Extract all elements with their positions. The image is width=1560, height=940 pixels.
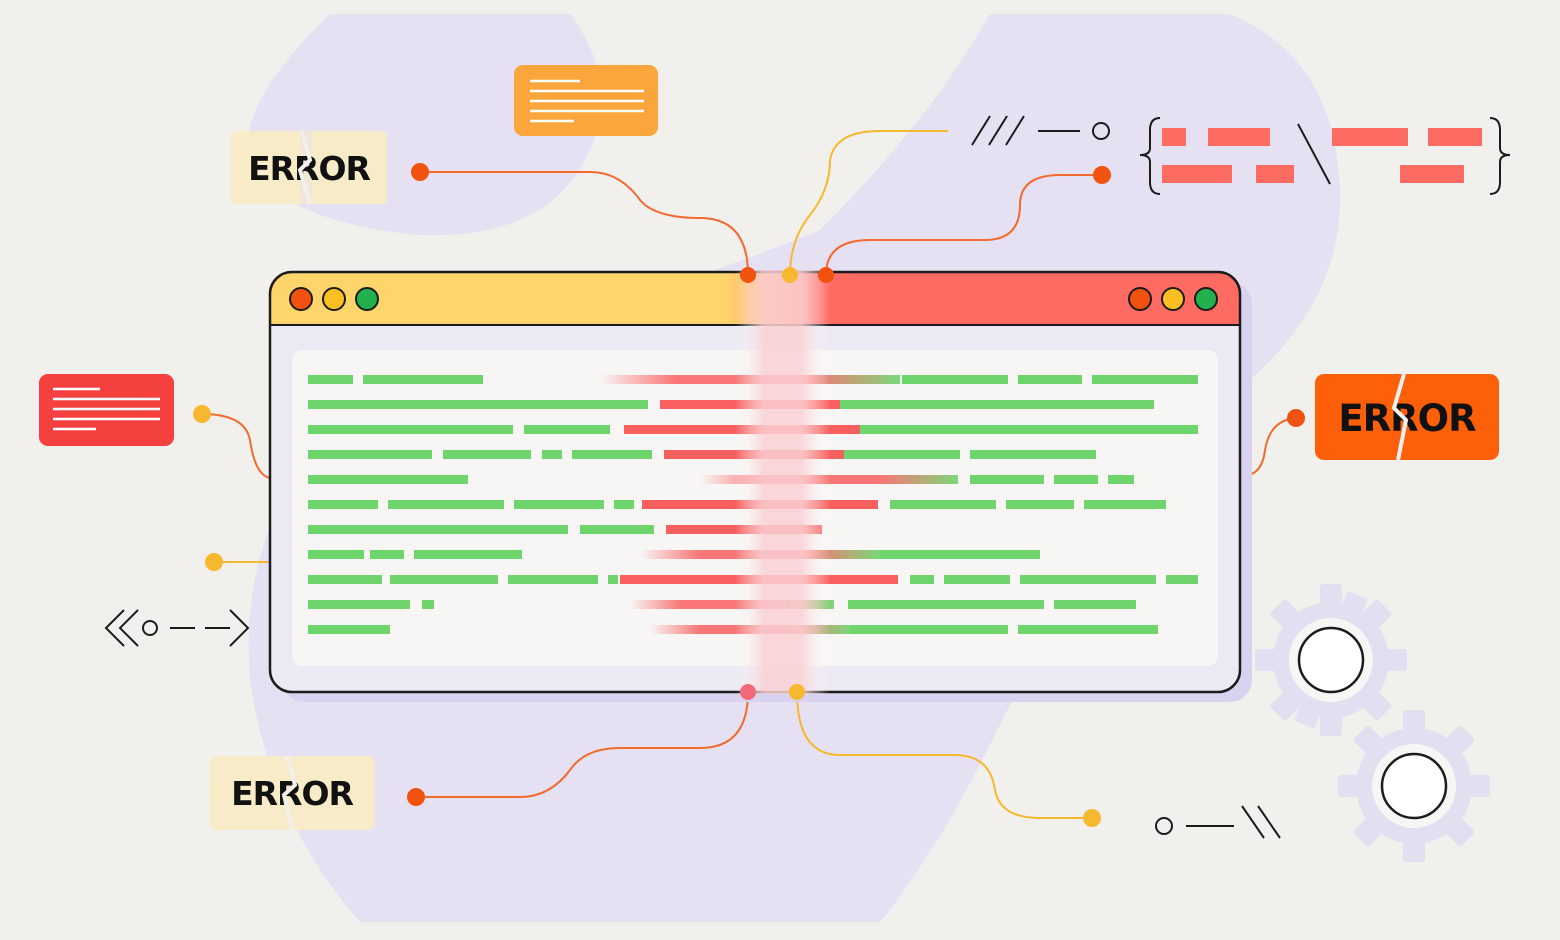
- error-badge-right: ERROR: [1315, 373, 1499, 461]
- slash-connector-icon-bottom: [1155, 805, 1281, 839]
- code-brackets-bars: [1162, 128, 1482, 183]
- error-badge-top-left: ERROR: [231, 130, 387, 205]
- maximize-dot-icon: [1194, 287, 1218, 311]
- slash-connector-icon: [971, 115, 1110, 146]
- window-controls-right[interactable]: [1128, 287, 1218, 311]
- browser-window: [268, 270, 1242, 694]
- connector-wires: [201, 130, 1297, 819]
- chevron-connector-icon: [104, 609, 250, 647]
- wire-dots: [193, 163, 1305, 827]
- error-badge-bottom-left: ERROR: [210, 755, 375, 831]
- glitch-band: [735, 270, 830, 694]
- note-card-red: [39, 374, 174, 446]
- maximize-dot-icon: [355, 287, 379, 311]
- gear-icon: [1255, 584, 1407, 736]
- close-dot-icon: [289, 287, 313, 311]
- code-brackets-icon: [1139, 117, 1511, 195]
- close-dot-icon: [1128, 287, 1152, 311]
- note-card-orange: [514, 65, 658, 136]
- minimize-dot-icon: [1161, 287, 1185, 311]
- window-controls-left[interactable]: [289, 287, 379, 311]
- gear-icon: [1338, 710, 1490, 862]
- minimize-dot-icon: [322, 287, 346, 311]
- error-label: ERROR: [1338, 397, 1476, 440]
